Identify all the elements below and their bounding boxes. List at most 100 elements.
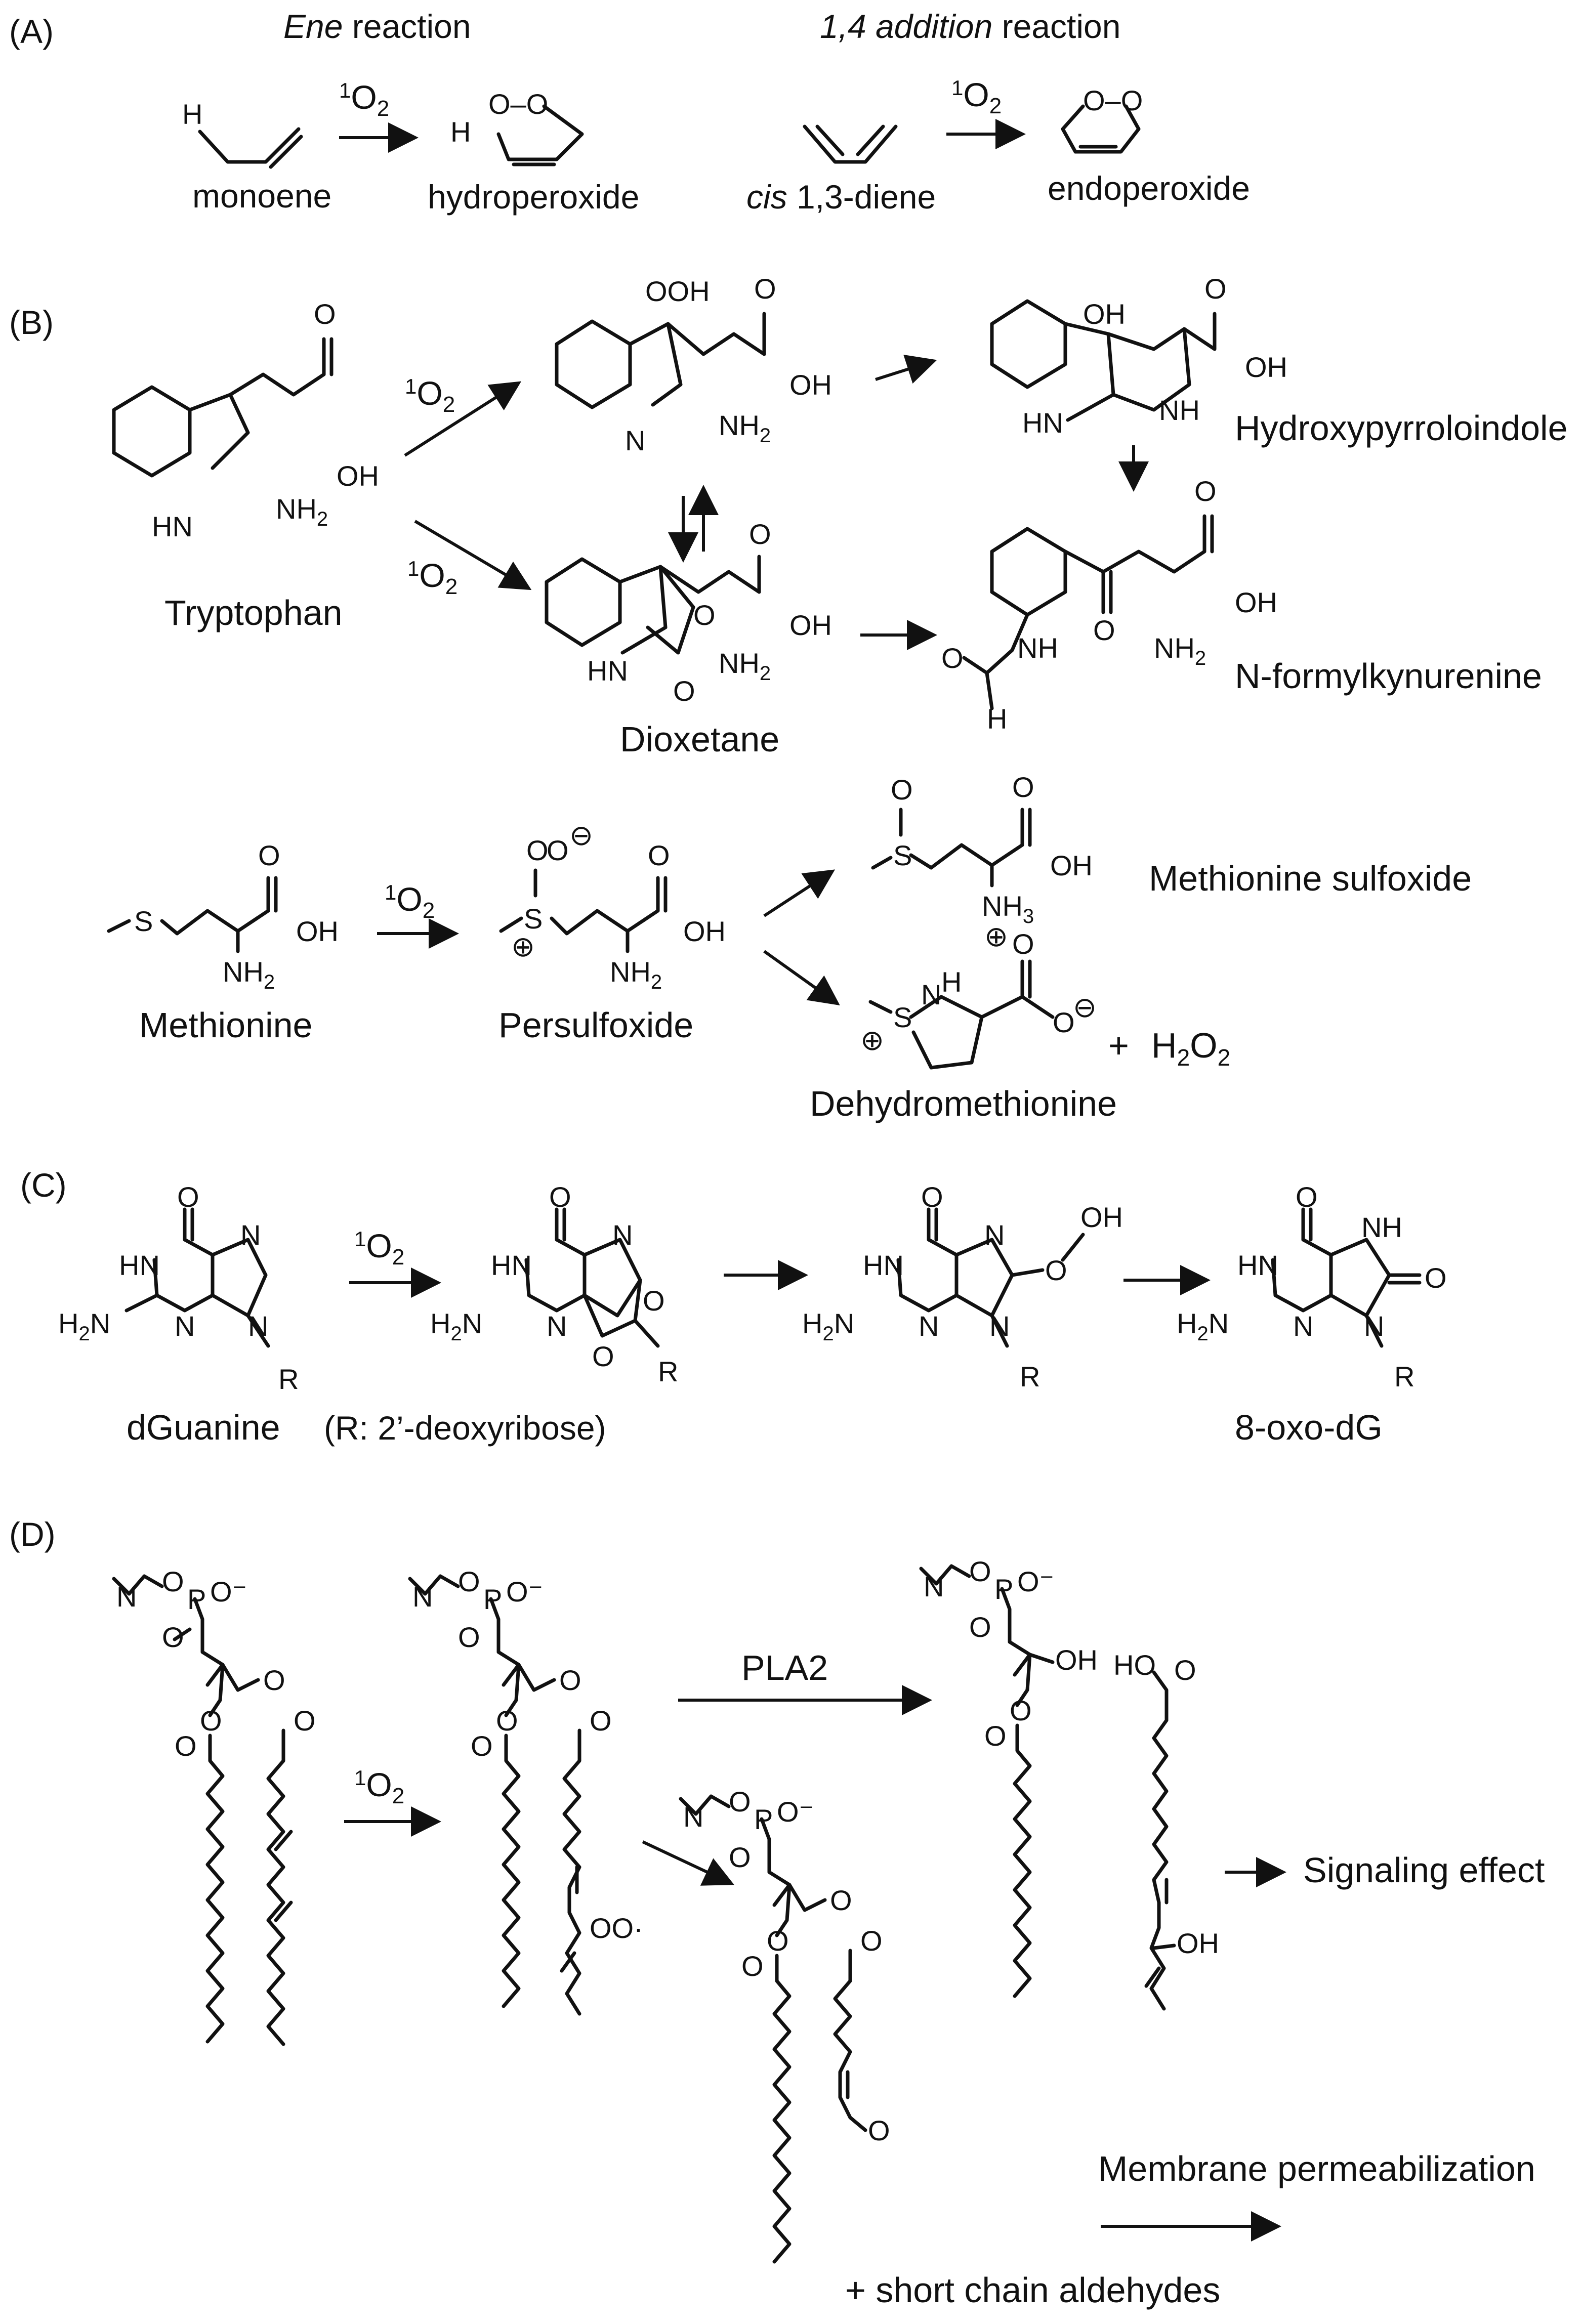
svg-text:O: O xyxy=(549,1181,571,1213)
svg-text:⊖: ⊖ xyxy=(1073,991,1097,1023)
svg-text:O: O xyxy=(592,1340,614,1372)
svg-text:O: O xyxy=(648,839,670,871)
svg-text:HN: HN xyxy=(1237,1249,1278,1281)
svg-text:O: O xyxy=(729,1841,751,1873)
endoperoxide-label: endoperoxide xyxy=(1048,170,1250,207)
svg-text:H: H xyxy=(941,966,962,998)
trp-hydroperoxide-structure xyxy=(555,312,766,409)
svg-text:NH2: NH2 xyxy=(719,409,771,447)
svg-text:O: O xyxy=(526,834,549,866)
dehydromethionine-label: Dehydromethionine xyxy=(810,1084,1117,1123)
svg-text:O: O xyxy=(1053,1006,1075,1038)
panel-label-c: (C) xyxy=(20,1166,67,1204)
svg-text:N: N xyxy=(240,1219,261,1251)
svg-text:R: R xyxy=(1020,1361,1040,1392)
svg-text:OH: OH xyxy=(1055,1644,1098,1676)
svg-text:N: N xyxy=(919,1310,939,1342)
svg-text:O: O xyxy=(1045,1254,1067,1286)
svg-text:O: O xyxy=(860,1925,883,1957)
svg-text:O: O xyxy=(590,1705,612,1737)
arrow-to-met-sulfoxide xyxy=(763,869,836,917)
svg-text:O: O xyxy=(547,834,569,866)
arrow-trp-to-dioxetane xyxy=(414,520,532,590)
svg-text:N: N xyxy=(175,1310,195,1342)
dioxetane-label: Dioxetane xyxy=(620,720,779,759)
svg-text:O⁻: O⁻ xyxy=(1017,1566,1054,1597)
svg-text:O: O xyxy=(200,1705,222,1737)
plus-sign: + xyxy=(1108,1026,1129,1065)
svg-text:O: O xyxy=(643,1285,665,1317)
panel-label-d: (D) xyxy=(9,1515,56,1553)
svg-text:O: O xyxy=(754,273,776,305)
svg-text:O: O xyxy=(1012,771,1034,803)
svg-text:N: N xyxy=(989,1310,1010,1342)
svg-text:OH: OH xyxy=(1083,298,1126,330)
panel-a: (A) Ene reaction 1,4 addition reaction H… xyxy=(9,8,1250,216)
methionine-sulfoxide-structure xyxy=(871,808,1032,888)
svg-text:O: O xyxy=(1174,1654,1196,1686)
dguanine-label: dGuanine xyxy=(127,1408,280,1447)
svg-text:H2N: H2N xyxy=(430,1307,482,1345)
svg-text:HN: HN xyxy=(1022,407,1063,439)
svg-text:H: H xyxy=(450,116,471,148)
endoperoxide-structure: O–O xyxy=(1061,84,1143,154)
svg-text:O: O xyxy=(1010,1695,1032,1726)
membrane-permeabilization-label: Membrane permeabilization xyxy=(1098,2149,1535,2188)
monoene-label: monoene xyxy=(192,177,331,215)
svg-text:O: O xyxy=(969,1555,991,1587)
pla2-label: PLA2 xyxy=(741,1648,828,1687)
hydroperoxide-label: hydroperoxide xyxy=(428,178,639,216)
panel-c: (C) O HN N N N H2N R dGuanine (R: 2’-deo… xyxy=(20,1166,1447,1447)
svg-text:N: N xyxy=(547,1310,567,1342)
svg-text:N: N xyxy=(683,1801,703,1833)
svg-text:R: R xyxy=(658,1356,678,1387)
svg-text:O: O xyxy=(891,774,913,806)
hydroxypyrroloindole-label: Hydroxypyrroloindole xyxy=(1235,408,1568,448)
short-chain-aldehydes-label: + short chain aldehydes xyxy=(845,2270,1220,2310)
svg-text:NH2: NH2 xyxy=(610,956,662,993)
hydroxypyrroloindole-structure xyxy=(990,299,1217,422)
svg-text:NH3: NH3 xyxy=(982,890,1034,927)
cis-diene-structure xyxy=(803,124,898,164)
svg-text:H2N: H2N xyxy=(1177,1307,1229,1345)
svg-text:⊕: ⊕ xyxy=(860,1024,884,1056)
svg-text:N: N xyxy=(612,1219,633,1251)
svg-text:HN: HN xyxy=(863,1249,904,1281)
svg-text:OH: OH xyxy=(1177,1927,1219,1959)
svg-text:OH: OH xyxy=(1235,586,1277,618)
panel-d: (D) N O P O⁻ O O O O O 1O2 xyxy=(9,1515,1545,2310)
svg-text:N: N xyxy=(412,1581,433,1613)
peroxyl-lipid-structure xyxy=(408,1574,581,2016)
svg-text:O: O xyxy=(1425,1262,1447,1294)
8-oxo-dg-structure xyxy=(1271,1207,1422,1348)
svg-text:⊕: ⊕ xyxy=(984,920,1008,952)
svg-text:NH2: NH2 xyxy=(276,493,328,530)
svg-text:O: O xyxy=(673,675,695,707)
svg-text:O: O xyxy=(162,1566,184,1597)
svg-text:O: O xyxy=(1093,614,1115,646)
methionine-sulfoxide-label: Methionine sulfoxide xyxy=(1149,859,1472,898)
guanine-endoperoxide-structure xyxy=(524,1207,660,1348)
svg-text:O: O xyxy=(458,1621,480,1653)
panel-label-b: (B) xyxy=(9,304,54,341)
svg-text:O: O xyxy=(941,642,964,674)
svg-text:H2N: H2N xyxy=(58,1307,110,1345)
arrow-to-truncated-lipid xyxy=(642,1840,734,1886)
svg-text:O: O xyxy=(294,1705,316,1737)
svg-text:OH: OH xyxy=(789,369,832,401)
addition-reaction-title: 1,4 addition reaction xyxy=(820,8,1120,45)
svg-text:O: O xyxy=(177,1181,199,1213)
svg-text:P: P xyxy=(994,1573,1013,1605)
svg-text:O: O xyxy=(1204,273,1227,305)
svg-text:S: S xyxy=(893,1001,912,1033)
signaling-effect-label: Signaling effect xyxy=(1303,1850,1545,1890)
svg-text:H: H xyxy=(182,98,202,130)
arrow-to-hydroxypyrroloindole xyxy=(875,354,937,384)
svg-text:O: O xyxy=(559,1664,581,1696)
svg-text:N: N xyxy=(1293,1310,1313,1342)
svg-text:N: N xyxy=(924,1571,944,1602)
tryptophan-label: Tryptophan xyxy=(164,593,343,632)
svg-text:H2N: H2N xyxy=(802,1307,854,1345)
svg-text:O: O xyxy=(175,1730,197,1762)
